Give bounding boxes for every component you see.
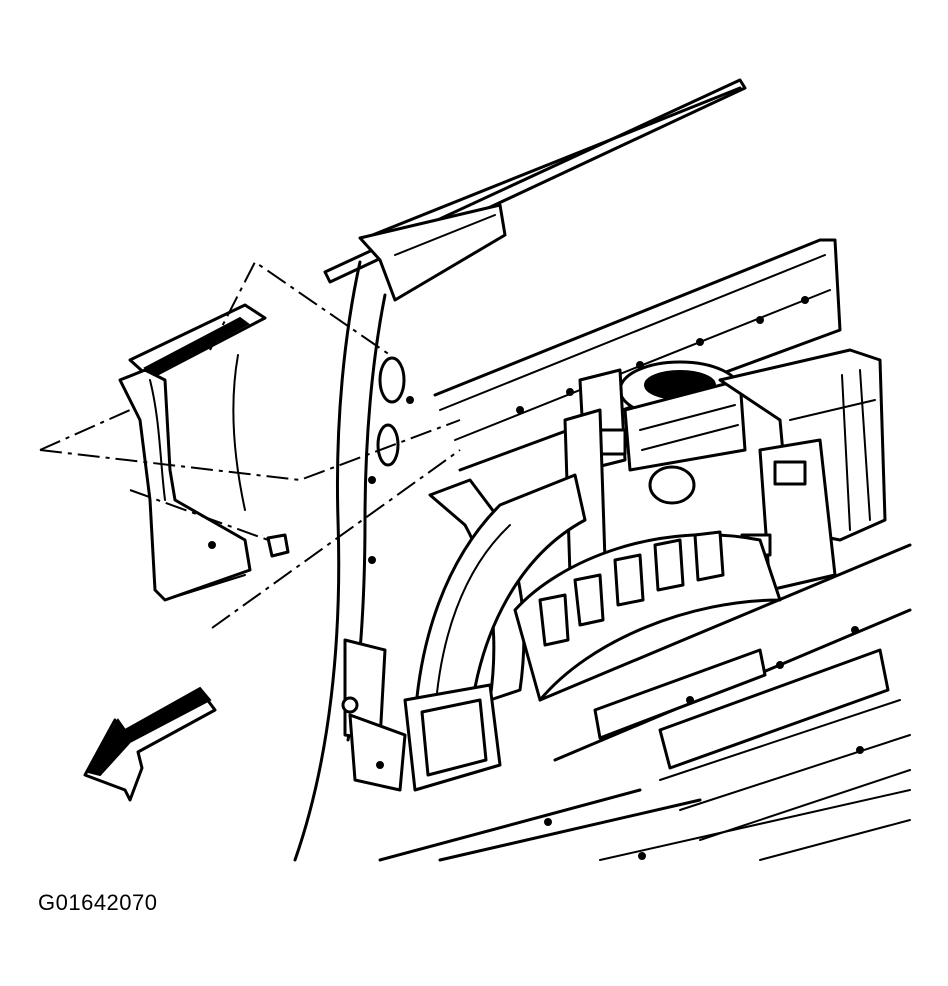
front-arrow-icon — [83, 686, 217, 802]
side-bracket — [718, 348, 887, 592]
leader-lines — [39, 260, 461, 629]
connector-block — [563, 368, 627, 577]
floor-panel — [378, 543, 912, 862]
speaker-assembly — [618, 360, 747, 505]
air-duct — [403, 473, 587, 792]
floor-tunnel — [513, 530, 782, 702]
trim-panel — [118, 303, 290, 602]
figure-id-label: G01642070 — [38, 890, 158, 915]
lower-bracket — [341, 638, 407, 792]
roof-rail — [323, 78, 747, 302]
